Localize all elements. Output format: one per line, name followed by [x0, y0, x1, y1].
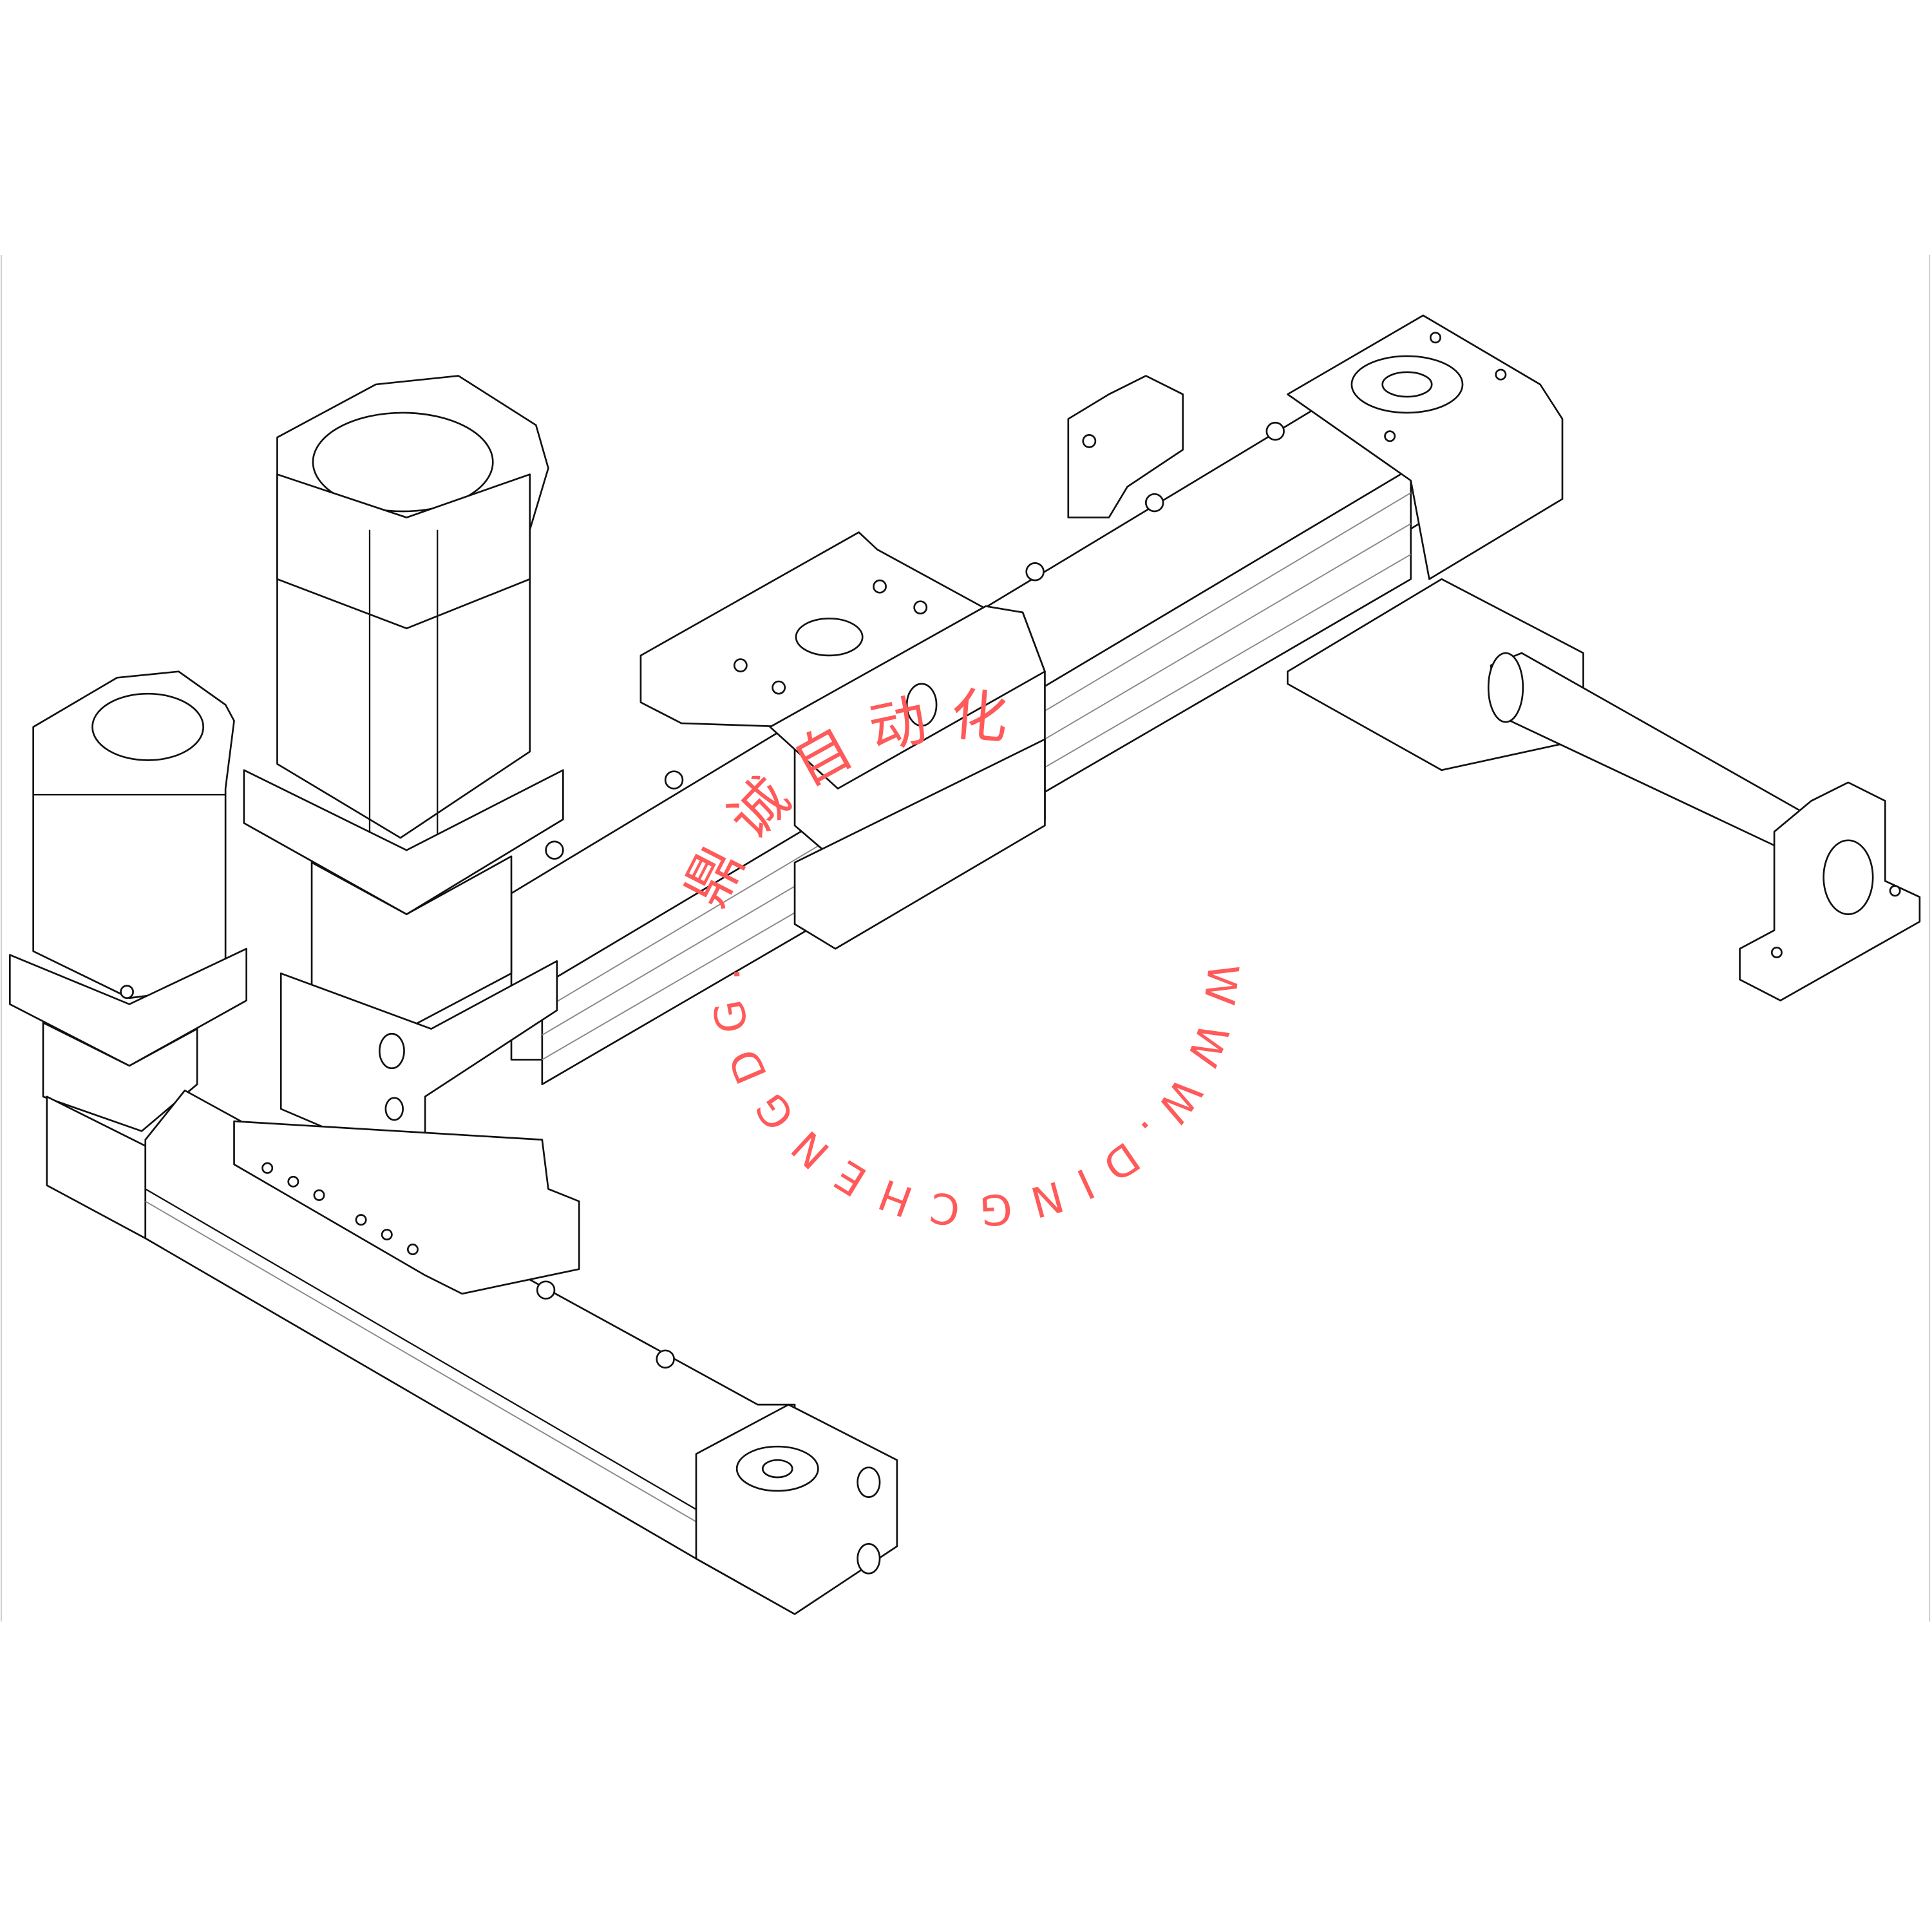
- support-shaft-assembly: [1067, 375, 1921, 1001]
- large-servo-motor: [243, 375, 564, 1183]
- small-servo-motor: [8, 670, 247, 1240]
- x-carriage: [639, 531, 1046, 950]
- pillow-block-top: [1067, 375, 1184, 518]
- y-axis-linear-rail: [144, 1089, 898, 1615]
